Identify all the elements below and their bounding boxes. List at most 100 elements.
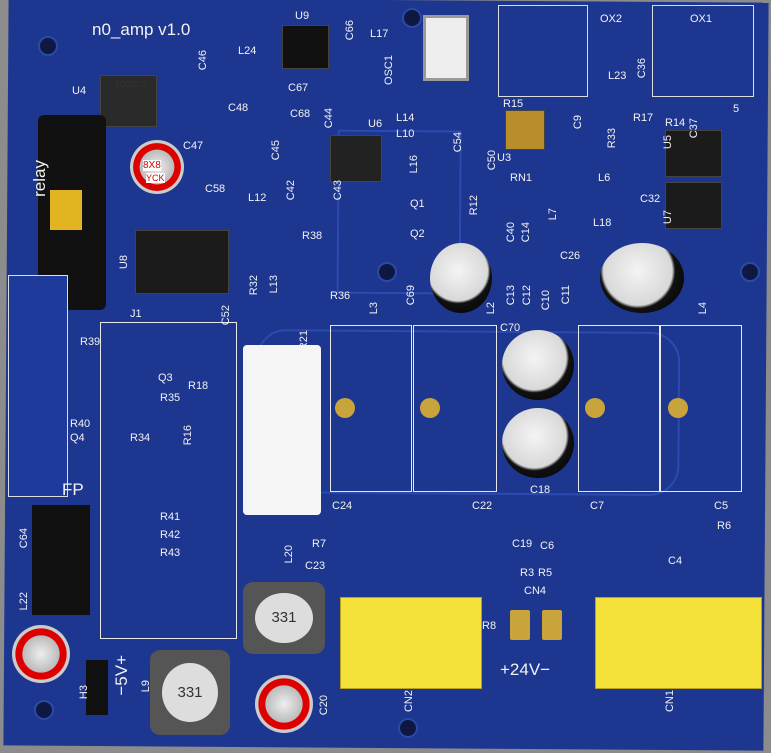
capacitor-big bbox=[600, 243, 684, 313]
regulator-u4 bbox=[100, 75, 157, 127]
label: OSC1 bbox=[383, 55, 395, 85]
label: R21 bbox=[298, 330, 310, 351]
ic-u7 bbox=[665, 182, 722, 229]
fp-connector bbox=[8, 275, 68, 497]
inductor-value: 331 bbox=[162, 662, 218, 723]
label: 5 bbox=[733, 103, 740, 115]
label: L23 bbox=[608, 70, 627, 82]
label: C47 bbox=[183, 140, 204, 152]
label: R38 bbox=[302, 230, 323, 242]
label: C13 bbox=[505, 285, 517, 306]
label: Q1 bbox=[410, 198, 425, 210]
header-pins bbox=[32, 505, 90, 615]
label: C37 bbox=[688, 118, 700, 139]
label: C7 bbox=[590, 500, 605, 512]
label: R42 bbox=[160, 529, 181, 541]
mounting-hole bbox=[740, 262, 760, 282]
label: C14 bbox=[520, 222, 532, 243]
capacitor-c69 bbox=[430, 243, 492, 313]
label: R34 bbox=[130, 432, 151, 444]
label: C66 bbox=[344, 20, 356, 41]
label: L12 bbox=[248, 192, 267, 204]
label: C10 bbox=[540, 290, 552, 311]
label: R16 bbox=[182, 425, 194, 446]
label: Q3 bbox=[158, 372, 173, 384]
label: C36 bbox=[636, 58, 648, 79]
ic-u3 bbox=[505, 110, 545, 150]
inductor-value: 331 bbox=[255, 592, 313, 644]
label: C48 bbox=[228, 102, 249, 114]
capacitor-c70 bbox=[502, 330, 574, 400]
label: U3 bbox=[497, 152, 512, 164]
label: R33 bbox=[606, 128, 618, 149]
inductor-l20: 331 bbox=[243, 582, 325, 654]
label: C19 bbox=[512, 538, 533, 550]
label: C42 bbox=[285, 180, 297, 201]
label: C64 bbox=[18, 528, 30, 549]
label: R15 bbox=[503, 98, 524, 110]
label: L6 bbox=[598, 172, 611, 184]
label: R43 bbox=[160, 547, 181, 559]
label: Q2 bbox=[410, 228, 425, 240]
label: U7 bbox=[662, 210, 674, 225]
pad bbox=[668, 398, 688, 418]
connector-ox2 bbox=[498, 5, 588, 97]
label: C20 bbox=[318, 695, 330, 716]
label: C54 bbox=[452, 132, 464, 153]
mounting-hole bbox=[377, 262, 397, 282]
inductor-l2 bbox=[413, 325, 497, 492]
label: R17 bbox=[633, 112, 654, 124]
label: Q4 bbox=[70, 432, 85, 444]
mounting-hole bbox=[398, 718, 418, 738]
terminal-cn1 bbox=[595, 597, 762, 689]
label: CN4 bbox=[524, 585, 547, 597]
label: R12 bbox=[468, 195, 480, 216]
label: L2 bbox=[485, 302, 497, 315]
inductor-l3 bbox=[330, 325, 412, 492]
label: C4 bbox=[668, 555, 683, 567]
label: C46 bbox=[197, 50, 209, 71]
label: C22 bbox=[472, 500, 493, 512]
oscillator-osc1 bbox=[423, 15, 469, 81]
label: C23 bbox=[305, 560, 326, 572]
pad bbox=[585, 398, 605, 418]
label: L16 bbox=[408, 155, 420, 174]
cn4-pad bbox=[542, 610, 562, 640]
label: C43 bbox=[332, 180, 344, 201]
label: C5 bbox=[714, 500, 729, 512]
label: R36 bbox=[330, 290, 351, 302]
cap-brand: YCK bbox=[146, 173, 165, 183]
label: C58 bbox=[205, 183, 226, 195]
header-h3 bbox=[86, 660, 108, 715]
label: C52 bbox=[220, 305, 232, 326]
label: C12 bbox=[521, 285, 533, 306]
label: C45 bbox=[270, 140, 282, 161]
label: U6 bbox=[368, 118, 383, 130]
label: C6 bbox=[540, 540, 555, 552]
relay-contact bbox=[50, 190, 82, 230]
label: L13 bbox=[268, 275, 280, 294]
label: R8 bbox=[482, 620, 497, 632]
label: L9 bbox=[140, 680, 152, 693]
ic-u6 bbox=[330, 135, 382, 182]
mounting-hole bbox=[38, 36, 58, 56]
label: J1 bbox=[130, 308, 142, 320]
label: R7 bbox=[312, 538, 327, 550]
label: C18 bbox=[530, 484, 551, 496]
module-j1-outline bbox=[100, 322, 237, 639]
label: R18 bbox=[188, 380, 209, 392]
label: C26 bbox=[560, 250, 581, 262]
ic-u9 bbox=[282, 25, 329, 69]
label: R41 bbox=[160, 511, 181, 523]
label: L20 bbox=[283, 545, 295, 564]
label: C24 bbox=[332, 500, 353, 512]
label: C68 bbox=[290, 108, 311, 120]
label: H3 bbox=[78, 685, 90, 700]
pad bbox=[420, 398, 440, 418]
label: U8 bbox=[118, 255, 130, 270]
label: L10 bbox=[396, 128, 415, 140]
mounting-hole bbox=[34, 700, 54, 720]
capacitor-c-left bbox=[12, 625, 70, 683]
capacitor-c20 bbox=[255, 675, 313, 733]
label: C32 bbox=[640, 193, 661, 205]
